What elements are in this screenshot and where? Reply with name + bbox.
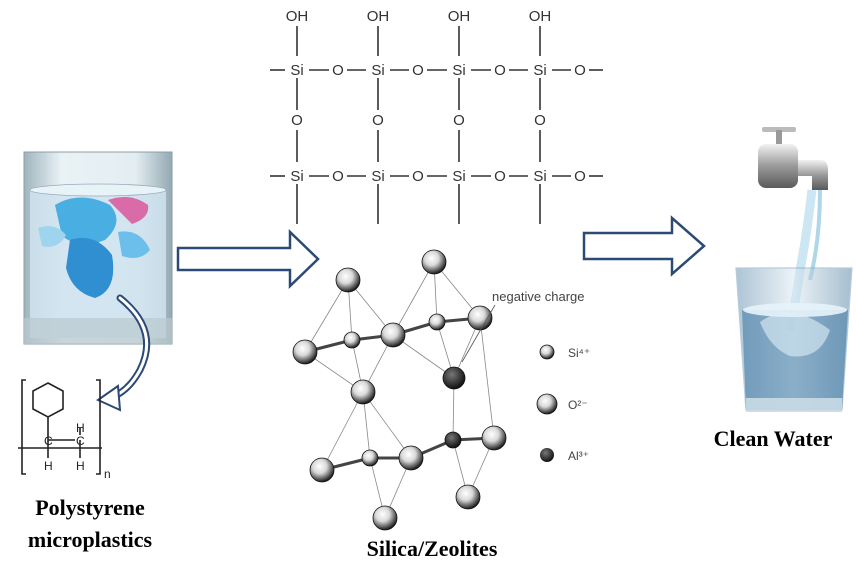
polymer-h-right: H (76, 459, 85, 473)
negative-charge-pointer (461, 304, 496, 363)
polymer-h-top: H (76, 421, 85, 435)
oxygen-atom: O (574, 62, 586, 79)
silicon-atom: Si (533, 168, 546, 185)
bridging-oxygen: O (534, 112, 546, 129)
oxygen-atom (421, 249, 447, 275)
arrow-to-clean-water (582, 215, 706, 277)
lattice-edge (304, 279, 349, 353)
clean-water-label: Clean Water (714, 426, 833, 451)
negative-charge-label: negative charge (492, 289, 585, 304)
polystyrene-structure (18, 379, 102, 475)
zeolite-lattice (292, 249, 507, 531)
oxygen-atom (350, 379, 376, 405)
silica-zeolites-label: Silica/Zeolites (367, 536, 498, 561)
oxygen-atom (481, 425, 507, 451)
silicon-atom: Si (290, 168, 303, 185)
lattice-edge (479, 317, 495, 439)
legend-al-atom (540, 448, 554, 462)
oh-group: OH (529, 8, 552, 25)
polystyrene-label-line1: Polystyrene (35, 495, 145, 520)
oh-group: OH (367, 8, 390, 25)
oxygen-atom (467, 305, 493, 331)
atom-legend: Si⁴⁺ O²⁻ Al³⁺ (536, 344, 590, 463)
oxygen-atom: O (494, 168, 506, 185)
arrow-to-silica (176, 229, 320, 289)
polymer-h-left: H (44, 459, 53, 473)
legend-o-atom (536, 393, 558, 415)
oxygen-atom (292, 339, 318, 365)
silicon-atom: Si (452, 62, 465, 79)
lattice-edge (392, 334, 455, 379)
aluminum-atom (444, 431, 462, 449)
oxygen-atom: O (494, 62, 506, 79)
polymer-n: n (104, 467, 111, 481)
legend-al-label: Al³⁺ (568, 449, 589, 463)
lattice-edge (362, 391, 412, 459)
oxygen-atom: O (574, 168, 586, 185)
silicon-atom: Si (533, 62, 546, 79)
bridging-oxygen: O (372, 112, 384, 129)
oxygen-atom (380, 322, 406, 348)
oxygen-atom (372, 505, 398, 531)
beaker-photo (23, 151, 173, 412)
polystyrene-label-line2: microplastics (28, 527, 153, 552)
silicon-atom (343, 331, 361, 349)
oxygen-atom: O (412, 168, 424, 185)
oxygen-atom (455, 484, 481, 510)
legend-si-atom (539, 344, 555, 360)
polymer-c-left: C (44, 434, 53, 448)
bridging-oxygen: O (291, 112, 303, 129)
bridging-oxygen: O (453, 112, 465, 129)
oh-group: OH (448, 8, 471, 25)
oxygen-atom: O (332, 168, 344, 185)
oxygen-atom: O (332, 62, 344, 79)
legend-si-label: Si⁴⁺ (568, 346, 590, 360)
legend-o-label: O²⁻ (568, 398, 588, 412)
oxygen-atom (309, 457, 335, 483)
lattice-edge (392, 261, 435, 336)
silicon-atom: Si (371, 168, 384, 185)
silicon-atom: Si (452, 168, 465, 185)
polymer-c-right: C (76, 434, 85, 448)
oxygen-atom (335, 267, 361, 293)
lattice-edge (321, 391, 364, 471)
oxygen-atom (398, 445, 424, 471)
silicon-atom (361, 449, 379, 467)
clean-water-photo (735, 127, 853, 412)
silicon-atom: Si (371, 62, 384, 79)
oxygen-atom: O (412, 62, 424, 79)
silicon-atom (428, 313, 446, 331)
aluminum-atom (442, 366, 466, 390)
oh-group: OH (286, 8, 309, 25)
silicon-atom: Si (290, 62, 303, 79)
